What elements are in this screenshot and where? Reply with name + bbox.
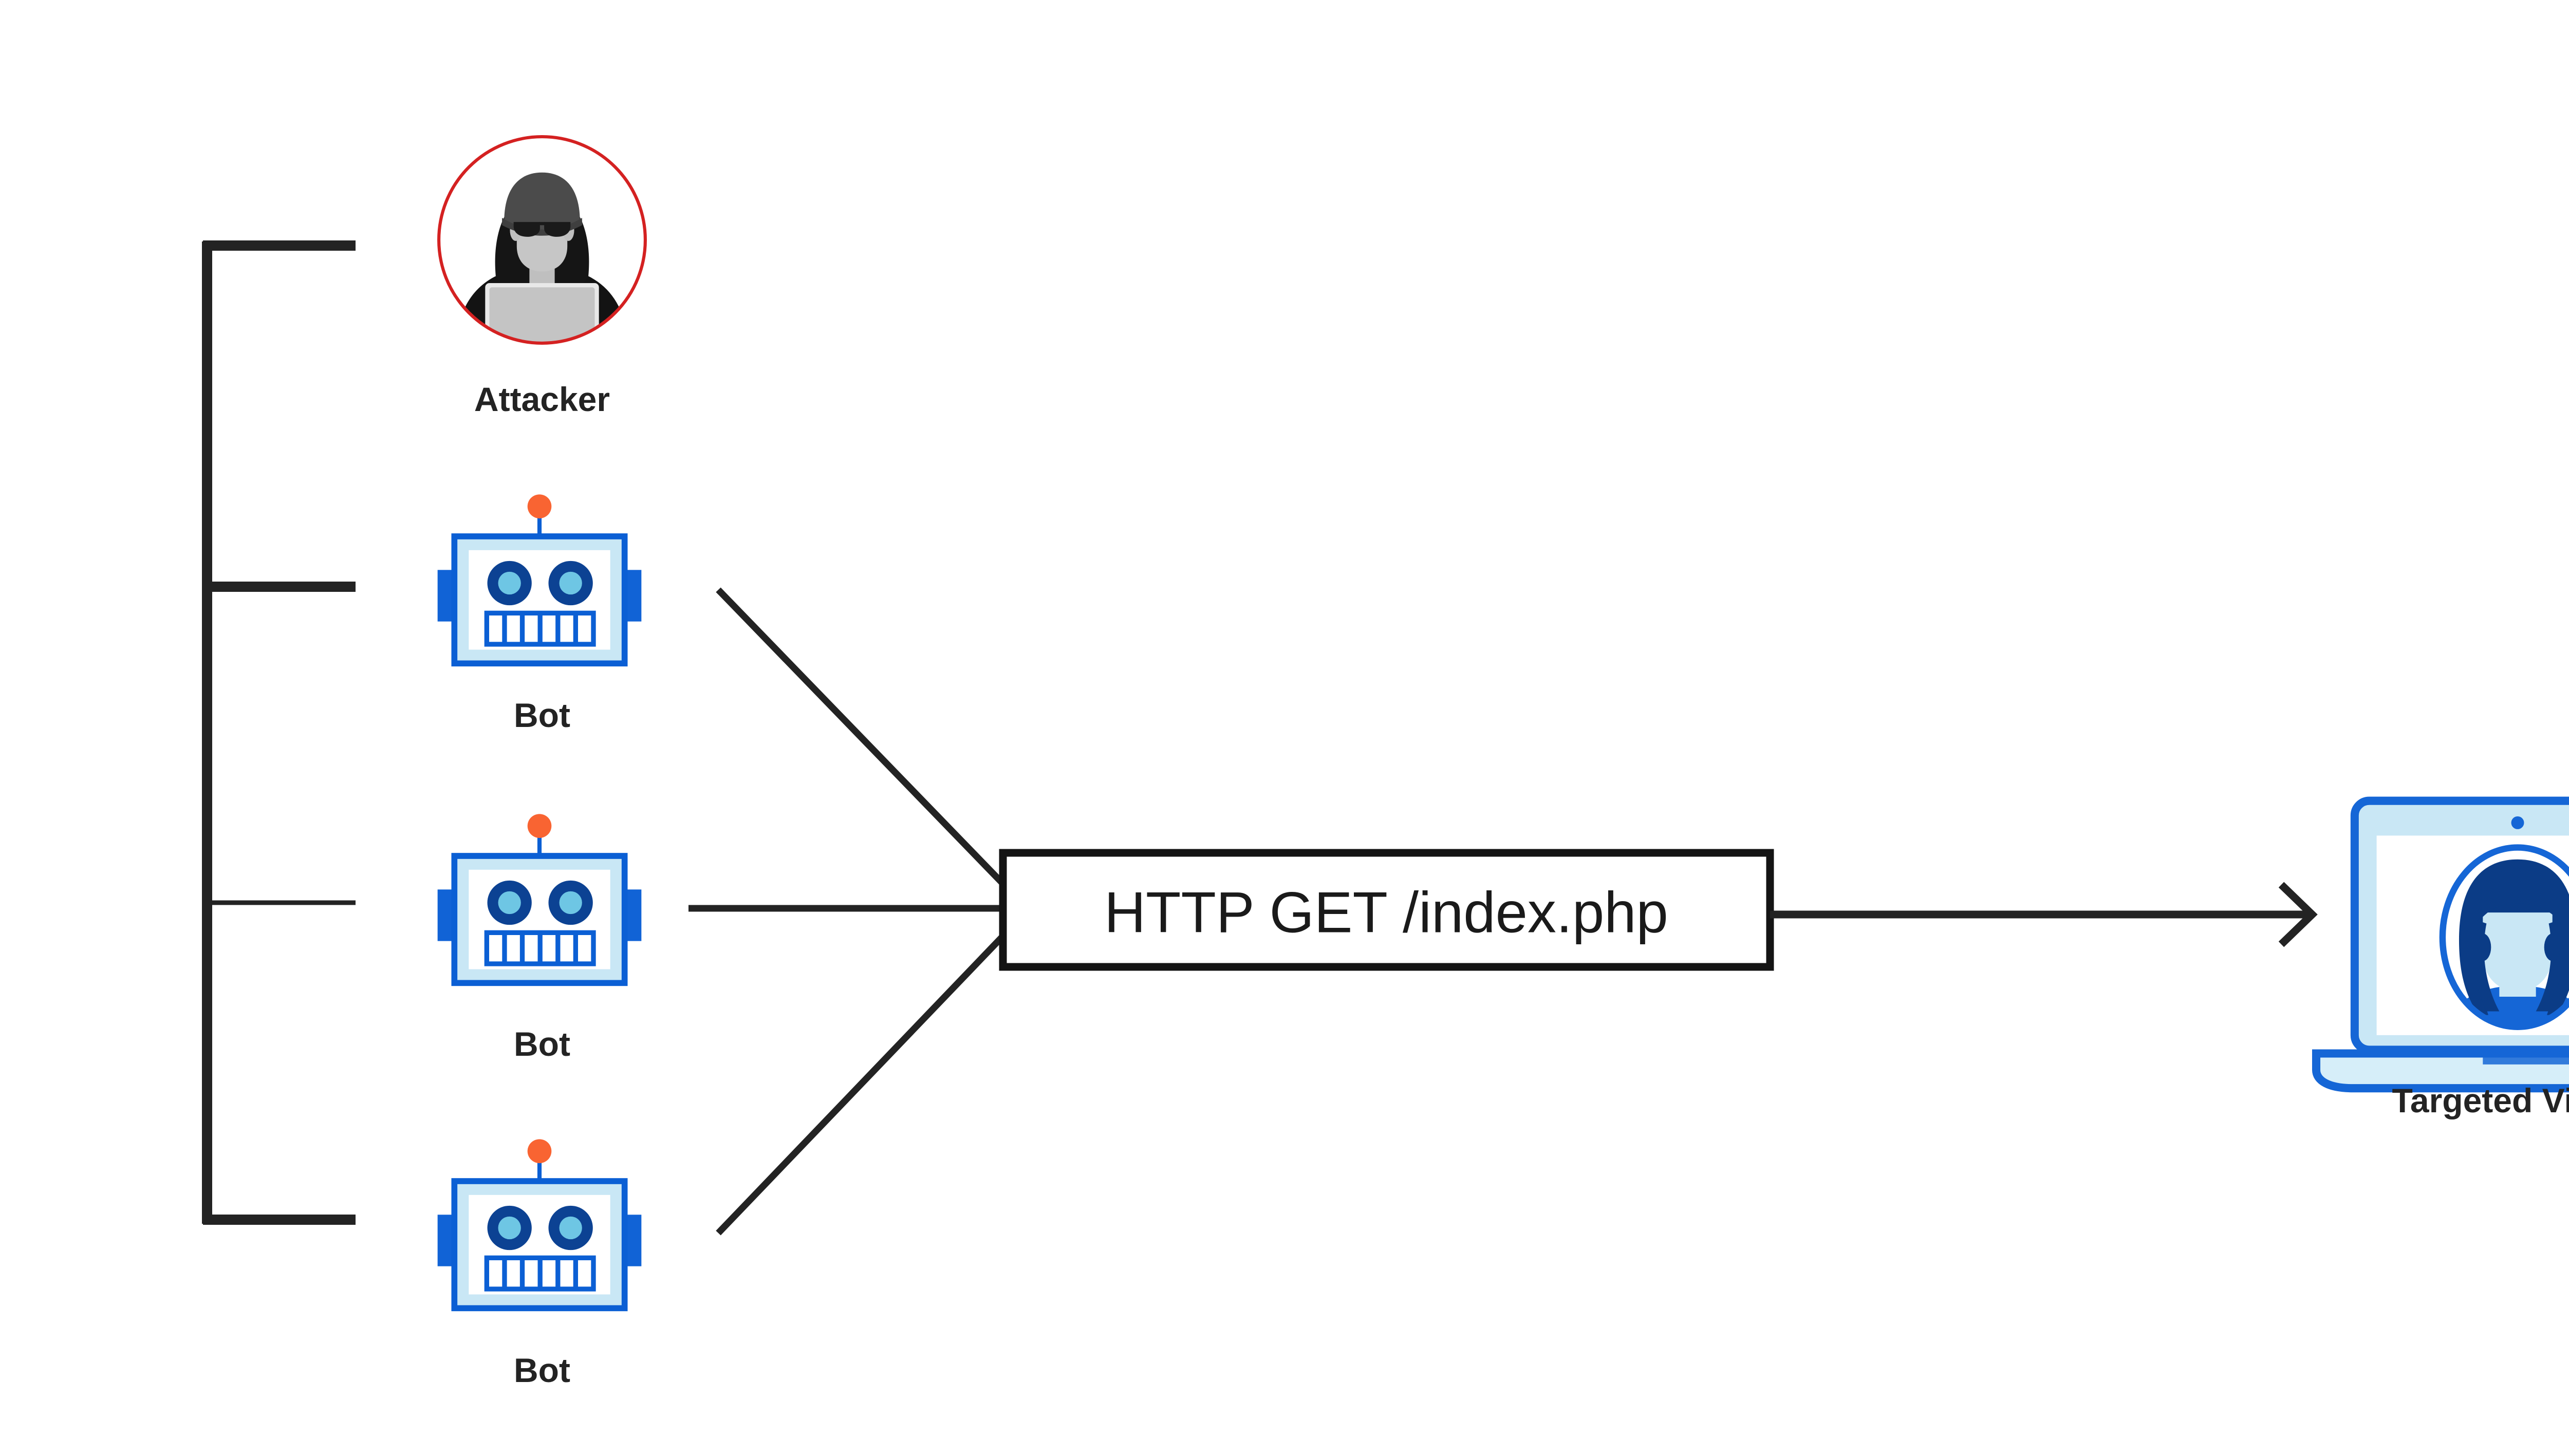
node-victim[interactable]: Targeted Victim	[2316, 801, 2569, 1119]
node-bot-3[interactable]: Bot	[438, 1139, 642, 1389]
node-attacker-label: Attacker	[474, 380, 610, 418]
node-victim-label: Targeted Victim	[2392, 1081, 2569, 1119]
http-request-label: HTTP GET /index.php	[1104, 881, 1668, 945]
botnet-bracket	[202, 240, 356, 1225]
connector-bot-3	[716, 934, 1006, 1236]
node-bot-1-label: Bot	[514, 696, 570, 734]
arrow-head-icon	[2278, 882, 2318, 947]
node-bot-2[interactable]: Bot	[438, 814, 642, 1063]
message-to-victim-arrow	[1770, 882, 2318, 947]
node-bot-3-label: Bot	[514, 1351, 570, 1389]
bot-to-message-connectors	[688, 587, 1006, 1236]
connector-bot-1	[716, 587, 1006, 886]
laptop-user-icon	[2316, 801, 2569, 1088]
http-request-box[interactable]: HTTP GET /index.php	[999, 849, 1774, 971]
node-bot-2-label: Bot	[514, 1025, 570, 1063]
http-request-box-rect	[999, 849, 1774, 971]
node-attacker[interactable]: Attacker	[437, 135, 647, 418]
node-bot-1[interactable]: Bot	[438, 494, 642, 734]
